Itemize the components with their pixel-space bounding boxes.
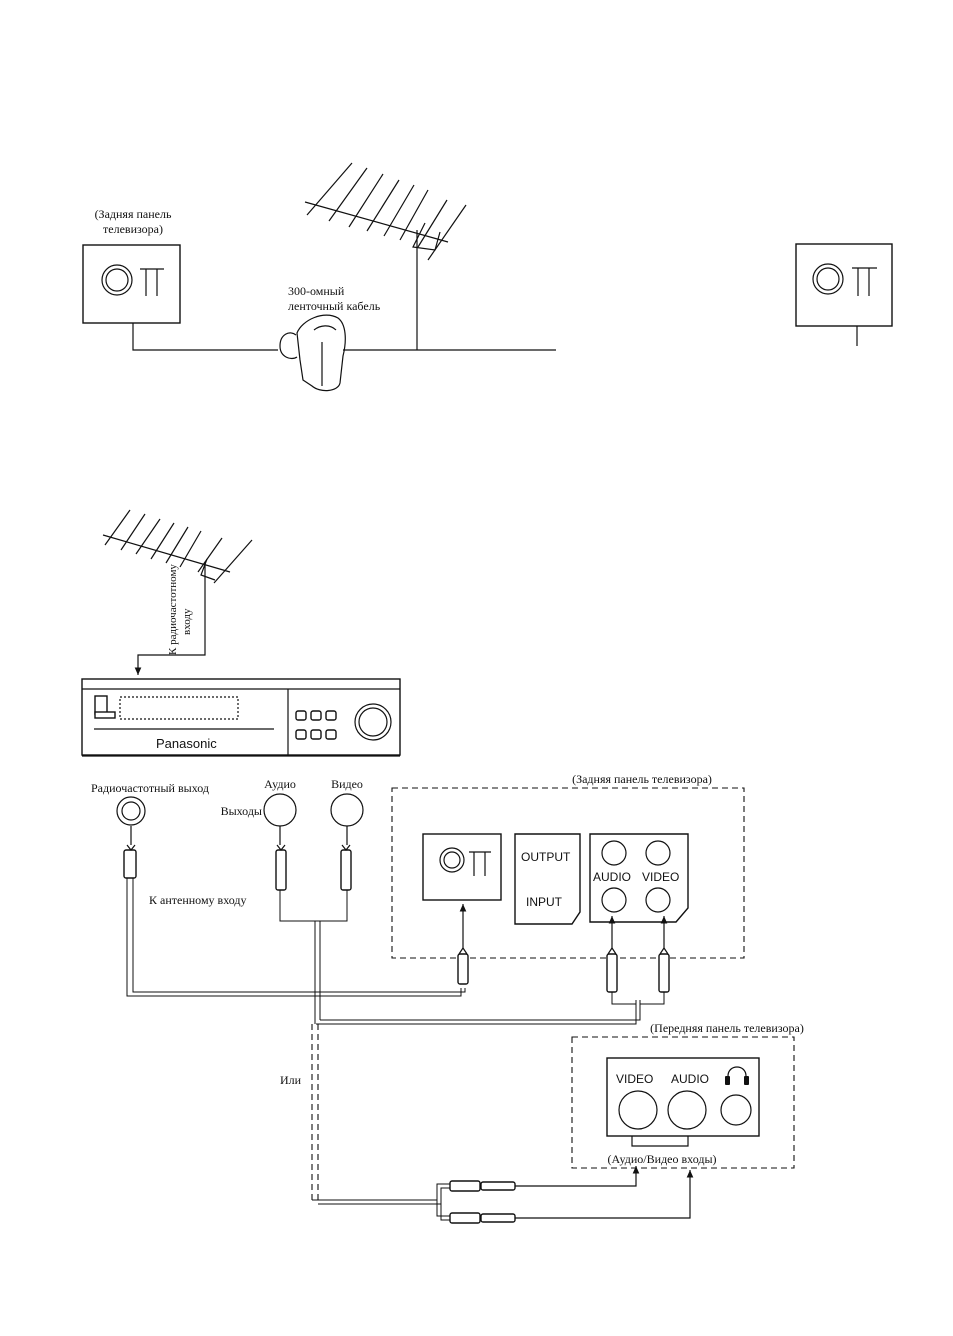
input-label: INPUT xyxy=(526,895,563,909)
tv-back-label-top-1: (Задняя панель xyxy=(95,207,172,221)
tv-rear-label: (Задняя панель телевизора) xyxy=(572,772,712,786)
rf-output-label: Радиочастотный выход xyxy=(91,781,209,795)
cable-label-1: 300-омный xyxy=(288,284,345,298)
tv-rf-input xyxy=(423,834,501,900)
top-section: (Задняя панель телевизора) 300-омный лен… xyxy=(83,163,892,391)
video-out-jack xyxy=(331,794,363,826)
cables xyxy=(127,878,664,1220)
vcr-unit: Panasonic xyxy=(82,679,400,756)
rear-video-label: VIDEO xyxy=(642,870,679,884)
tv-back-panel-top-right xyxy=(796,244,892,326)
audio-out-jack xyxy=(264,794,296,826)
video-out-label: Видео xyxy=(331,777,363,791)
rear-audio-label: AUDIO xyxy=(593,870,631,884)
rca-plug-icon xyxy=(124,826,136,878)
tv-front-label: (Передняя панель телевизора) xyxy=(650,1021,804,1035)
vcr-display xyxy=(120,697,238,719)
output-label: OUTPUT xyxy=(521,850,571,864)
rf-input-label-1: К радиочастотному xyxy=(167,564,179,655)
tv-front-panel: (Передняя панель телевизора) VIDEO AUDIO… xyxy=(572,1021,804,1168)
antenna-icon xyxy=(305,163,466,350)
rf-input-label-2: входу xyxy=(181,608,193,635)
tv-back-panel-top-left xyxy=(83,245,180,323)
rca-plug-icon xyxy=(341,826,351,890)
front-video-label: VIDEO xyxy=(616,1072,653,1086)
balun-transformer-icon xyxy=(280,315,345,390)
rca-plug-icon xyxy=(607,916,617,992)
vcr-section: К радиочастотному входу Panasonic xyxy=(82,510,400,756)
rca-plug-icon xyxy=(276,826,286,890)
vcr-brand: Panasonic xyxy=(156,736,217,751)
rca-plug-icon xyxy=(450,1166,636,1191)
av-inputs-label: (Аудио/Видео входы) xyxy=(607,1152,716,1166)
tv-output-input-panel: OUTPUT INPUT xyxy=(515,834,580,924)
rca-plug-icon xyxy=(659,916,669,992)
front-cables xyxy=(450,1166,690,1223)
front-audio-label: AUDIO xyxy=(671,1072,709,1086)
rca-plug-icon xyxy=(450,1170,690,1223)
cable-label-2: ленточный кабель xyxy=(288,299,381,313)
or-label: Или xyxy=(280,1073,302,1087)
power-button xyxy=(95,696,107,714)
outputs-label: Выходы xyxy=(221,804,262,818)
tv-back-label-top-2: телевизора) xyxy=(103,222,163,236)
antenna-input-label: К антенному входу xyxy=(149,893,247,907)
rca-plug-icon xyxy=(458,904,468,984)
rf-output-socket-icon xyxy=(117,797,145,825)
audio-out-label: Аудио xyxy=(264,777,296,791)
tv-av-jacks: AUDIO VIDEO xyxy=(590,834,688,922)
vcr-outputs: Радиочастотный выход Аудио Видео Выходы … xyxy=(91,777,363,907)
tv-rear-panel: (Задняя панель телевизора) OUTPUT INPUT … xyxy=(392,772,744,992)
